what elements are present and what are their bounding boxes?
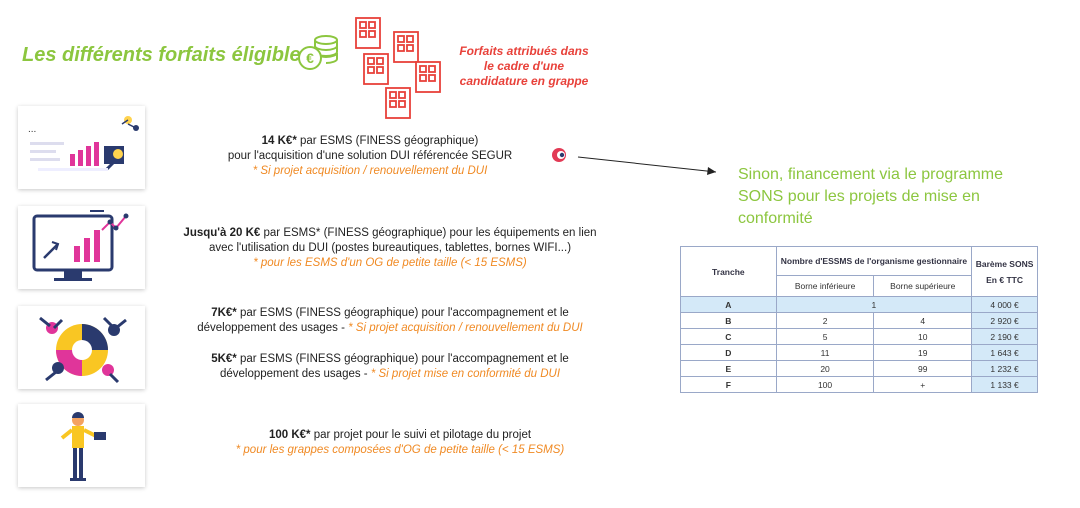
tranche-cell: E — [680, 360, 777, 377]
borne-inf-cell: 20 — [775, 360, 875, 377]
forfait-line: développement des usages - * Si projet a… — [150, 321, 630, 336]
forfait-pilotage-block: 100 K€* par projet pour le suivi et pilo… — [170, 428, 630, 458]
forfait-text: par ESMS* (FINESS géographique) pour les… — [260, 227, 597, 239]
forfait-note: * Si projet acquisition / renouvellement… — [348, 322, 583, 334]
forfait-amount: 7K€* — [211, 307, 237, 319]
bareme-cell: 2 920 € — [971, 312, 1038, 329]
sons-note-line: SONS pour les projets de mise en — [738, 188, 980, 205]
building-icon — [363, 53, 389, 85]
forfait-line: avec l'utilisation du DUI (postes bureau… — [208, 242, 572, 254]
forfait-accompagnement-block-2: 5K€* par ESMS (FINESS géographique) pour… — [150, 352, 630, 382]
team-illustration — [18, 306, 145, 389]
sons-note-line: Sinon, financement via le programme — [738, 166, 1004, 183]
borne-sup-header: Borne supérieure — [873, 275, 973, 297]
bareme-title: Barème SONS — [975, 258, 1034, 269]
forfait-amount: 14 K€* — [261, 135, 297, 147]
sons-note-line: conformité — [738, 210, 813, 227]
forfait-text: par projet pour le suivi et pilotage du … — [310, 429, 532, 441]
bareme-unit: En € TTC — [986, 274, 1023, 285]
building-icon — [393, 31, 419, 63]
borne-sup-cell: + — [873, 376, 973, 393]
borne-sup-cell: 99 — [873, 360, 973, 377]
borne-sup-cell: 4 — [873, 312, 973, 329]
forfait-text: par ESMS (FINESS géographique) — [296, 135, 479, 147]
forfait-line: Jusqu'à 20 K€ par ESMS* (FINESS géograph… — [150, 226, 630, 241]
forfait-line: développement des usages - * Si projet m… — [150, 367, 630, 382]
page-title: Les différents forfaits éligibles — [22, 44, 312, 66]
borne-cell: 1 — [775, 296, 973, 313]
segur-logo-icon — [552, 148, 566, 162]
table-row: B 2 4 2 920 € — [680, 312, 1038, 329]
svg-text:€: € — [306, 50, 314, 66]
grappe-note-line: le cadre d'une — [483, 59, 565, 73]
tranche-cell: D — [680, 344, 777, 361]
bareme-cell: 1 133 € — [971, 376, 1038, 393]
forfait-amount: 5K€* — [211, 353, 237, 365]
forfait-note: * Si projet acquisition / renouvellement… — [252, 165, 488, 177]
borne-sup-cell: 19 — [873, 344, 973, 361]
forfait-line: 100 K€* par projet pour le suivi et pilo… — [170, 428, 630, 443]
forfait-amount: Jusqu'à 20 K€ — [183, 227, 261, 239]
borne-sup-cell: 10 — [873, 328, 973, 345]
bareme-cell: 1 643 € — [971, 344, 1038, 361]
building-icon — [385, 87, 411, 119]
table-row: C 5 10 2 190 € — [680, 328, 1038, 345]
forfait-text: développement des usages - — [219, 368, 371, 380]
arrow-right-icon — [577, 156, 717, 175]
table-subheader-row: Borne inférieure Borne supérieure — [681, 275, 1038, 297]
euro-coins-icon: € — [298, 35, 338, 70]
building-icon — [355, 17, 381, 49]
forfait-text: par ESMS (FINESS géographique) pour l'ac… — [236, 307, 569, 319]
borne-inf-cell: 5 — [775, 328, 875, 345]
table-row: D 11 19 1 643 € — [680, 344, 1038, 361]
table-row: A 1 4 000 € — [680, 296, 1038, 313]
bareme-header: Barème SONS En € TTC — [971, 246, 1038, 297]
table-row: E 20 99 1 232 € — [680, 360, 1038, 377]
forfait-dui-block: 14 K€* par ESMS (FINESS géographique) po… — [170, 134, 570, 179]
tranche-header: Tranche — [680, 246, 777, 297]
forfait-note: * pour les ESMS d'un OG de petite taille… — [253, 257, 527, 269]
tranche-cell: B — [680, 312, 777, 329]
forfait-text: par ESMS (FINESS géographique) pour l'ac… — [236, 353, 569, 365]
tranche-cell: F — [680, 376, 777, 393]
borne-inf-cell: 2 — [775, 312, 875, 329]
borne-inf-cell: 100 — [775, 376, 875, 393]
building-icon — [415, 61, 441, 93]
forfait-equipement-block: Jusqu'à 20 K€ par ESMS* (FINESS géograph… — [150, 226, 630, 271]
forfait-note: * pour les grappes composées d'OG de pet… — [235, 444, 565, 456]
svg-text:...: ... — [28, 124, 36, 135]
forfait-line: 5K€* par ESMS (FINESS géographique) pour… — [150, 352, 630, 367]
table-row: F 100 + 1 133 € — [680, 376, 1038, 393]
grappe-note: Forfaits attribués dans le cadre d'une c… — [444, 44, 604, 89]
tranche-cell: A — [680, 296, 777, 313]
forfait-line: 7K€* par ESMS (FINESS géographique) pour… — [150, 306, 630, 321]
analytics-illustration — [18, 206, 145, 289]
bareme-cell: 4 000 € — [971, 296, 1038, 313]
forfait-note: * Si projet mise en conformité du DUI — [370, 368, 561, 380]
table-header-row: Tranche Nombre d'ESSMS de l'organisme ge… — [680, 246, 1038, 297]
grappe-note-line: Forfaits attribués dans — [459, 44, 589, 58]
sons-note: Sinon, financement via le programme SONS… — [738, 164, 1058, 230]
dashboard-illustration: ... — [18, 106, 145, 189]
forfait-line: pour l'acquisition d'une solution DUI ré… — [227, 150, 513, 162]
borne-inf-cell: 11 — [775, 344, 875, 361]
bareme-cell: 2 190 € — [971, 328, 1038, 345]
person-illustration — [18, 404, 145, 487]
forfait-amount: 100 K€* — [268, 429, 311, 441]
grappe-note-line: candidature en grappe — [459, 74, 589, 88]
buildings-cluster-icon — [355, 17, 441, 119]
forfait-text: développement des usages - — [197, 322, 349, 334]
tranche-cell: C — [680, 328, 777, 345]
borne-inf-header: Borne inférieure — [775, 275, 875, 297]
forfait-accompagnement-block-1: 7K€* par ESMS (FINESS géographique) pour… — [150, 306, 630, 336]
sons-table: Tranche Nombre d'ESSMS de l'organisme ge… — [680, 246, 1038, 393]
forfait-line: 14 K€* par ESMS (FINESS géographique) — [170, 134, 570, 149]
nombre-header: Nombre d'ESSMS de l'organisme gestionnai… — [775, 246, 973, 276]
bareme-cell: 1 232 € — [971, 360, 1038, 377]
